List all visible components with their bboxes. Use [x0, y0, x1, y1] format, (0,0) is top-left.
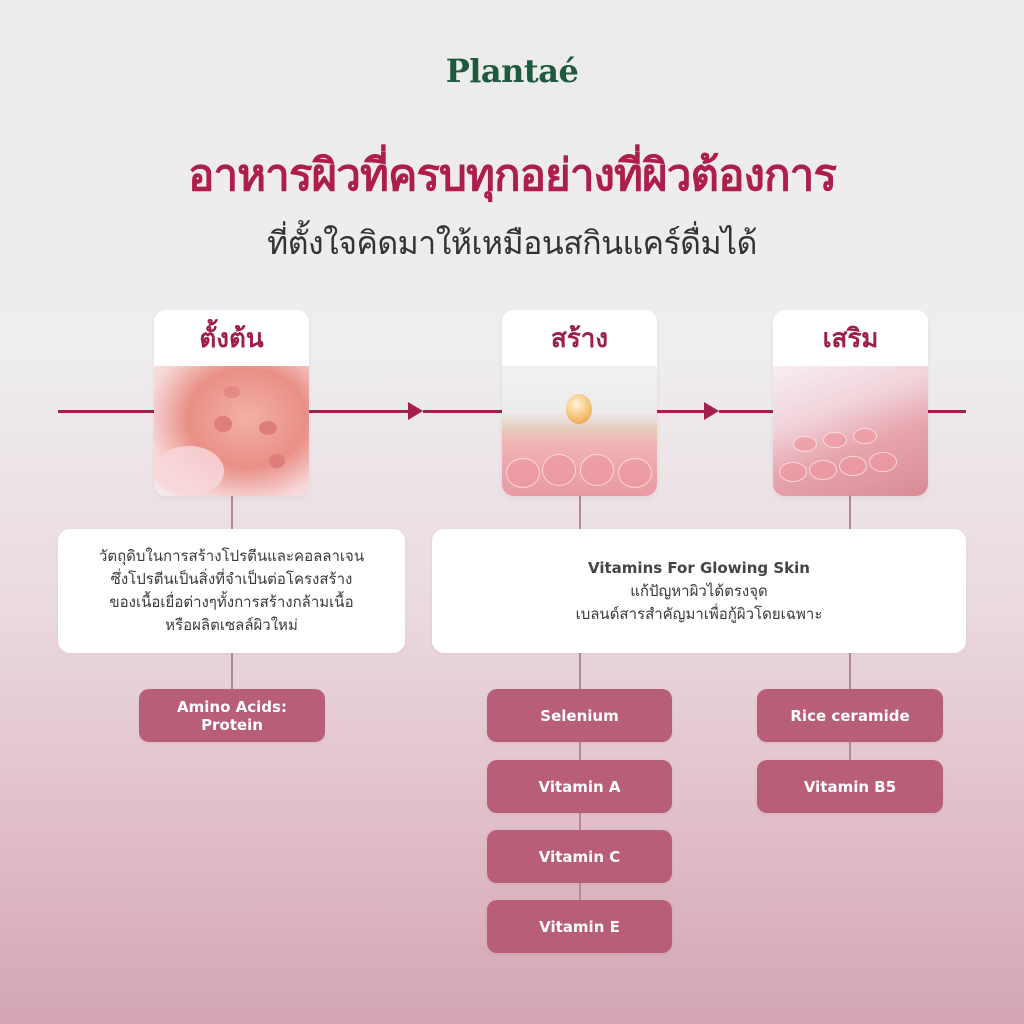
stage-label: ตั้งต้น [154, 310, 309, 366]
skin-cell [779, 462, 807, 482]
stage-card-build: สร้าง [502, 310, 657, 496]
skin-cell [793, 436, 817, 452]
arrow-right-icon [704, 402, 719, 420]
skin-cell [839, 456, 867, 476]
skin-cell [869, 452, 897, 472]
ingredient-pill-vitamin-c: Vitamin C [487, 830, 672, 883]
serum-drop-skin-cells-image [502, 366, 657, 496]
page-subtitle: ที่ตั้งใจคิดมาให้เหมือนสกินแคร์ดื่มได้ [267, 224, 757, 262]
description-line: ของเนื้อเยื่อต่างๆทั้งการสร้างกล้ามเนื้อ [109, 593, 354, 611]
skin-cell [809, 460, 837, 480]
description-line: หรือผลิตเซลล์ผิวใหม่ [165, 616, 298, 634]
pore-dot [259, 421, 277, 435]
skin-layer-image [154, 366, 309, 496]
description-line: แก้ปัญหาผิวได้ตรงจุด [630, 581, 768, 600]
stage-label: สร้าง [502, 310, 657, 366]
stage-card-foundation: ตั้งต้น [154, 310, 309, 496]
page-title: อาหารผิวที่ครบทุกอย่างที่ผิวต้องการ [188, 150, 837, 201]
skin-cell [542, 454, 576, 486]
skin-cell [506, 458, 540, 488]
pore-dot [224, 386, 240, 398]
ingredient-pill-rice-ceramide: Rice ceramide [757, 689, 943, 742]
cell-cluster [154, 446, 224, 496]
stage-label: เสริม [773, 310, 928, 366]
skin-cell [618, 458, 652, 488]
flow-line-1-2 [309, 410, 409, 413]
ingredient-pill-vitamin-a: Vitamin A [487, 760, 672, 813]
flow-line-start [58, 410, 155, 413]
connector-line [579, 496, 581, 530]
description-build-boost: Vitamins For Glowing Skin แก้ปัญหาผิวได้… [432, 529, 966, 653]
ingredient-pill-selenium: Selenium [487, 689, 672, 742]
description-heading: Vitamins For Glowing Skin [588, 558, 810, 577]
stage-card-boost: เสริม [773, 310, 928, 496]
pore-dot [214, 416, 232, 432]
ingredient-pill-vitamin-e: Vitamin E [487, 900, 672, 953]
skin-cell [853, 428, 877, 444]
skin-cell [823, 432, 847, 448]
ingredient-pill-vitamin-b5: Vitamin B5 [757, 760, 943, 813]
flow-line-3-3 [657, 410, 705, 413]
description-line: ซึ่งโปรตีนเป็นสิ่งที่จำเป็นต่อโครงสร้าง [110, 570, 353, 588]
description-foundation: วัตถุดิบในการสร้างโปรตีนและคอลลาเจน ซึ่ง… [58, 529, 405, 653]
connector-line [231, 652, 233, 690]
flow-line-end [928, 410, 966, 413]
flow-line-3 [719, 410, 774, 413]
ingredient-pill-amino-acids: Amino Acids: Protein [139, 689, 325, 742]
connector-line [849, 496, 851, 530]
flow-line-2-3 [423, 410, 503, 413]
description-line: วัตถุดิบในการสร้างโปรตีนและคอลลาเจน [98, 547, 365, 565]
pore-dot [269, 454, 285, 468]
connector-line [231, 496, 233, 530]
arrow-right-icon [408, 402, 423, 420]
skin-barrier-glow-image [773, 366, 928, 496]
description-line: เบลนด์สารสำคัญมาเพื่อกู้ผิวโดยเฉพาะ [575, 604, 823, 623]
brand-logo: Plantaé [445, 52, 579, 90]
serum-drop [566, 394, 592, 424]
skin-cell [580, 454, 614, 486]
